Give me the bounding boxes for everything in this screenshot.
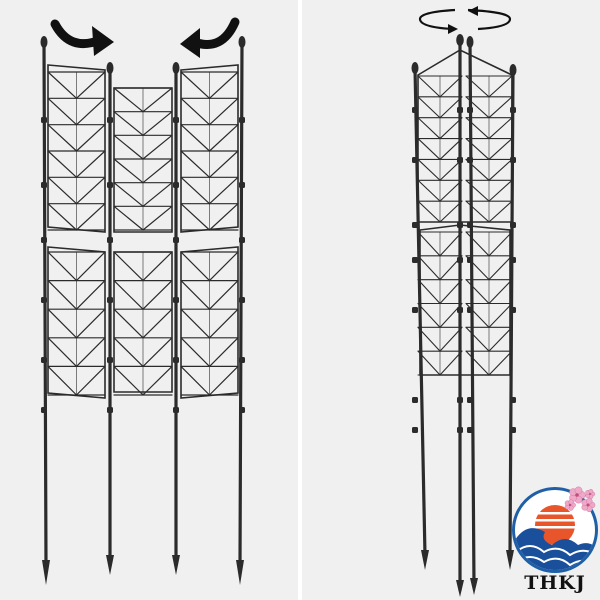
logo-ring [512, 487, 598, 573]
support-poles [413, 38, 515, 592]
rotate-arrows-icon [418, 6, 512, 34]
mesh-wires [47, 71, 239, 396]
logo-sun [535, 505, 575, 545]
support-poles [42, 40, 244, 567]
unfolded-trellis [40, 36, 246, 585]
brand-logo-text: THKJ [524, 572, 586, 594]
pole-caps [411, 34, 517, 597]
cage-panels [417, 49, 513, 376]
pole-joints [41, 117, 245, 413]
mesh-wires [417, 75, 513, 376]
pole-caps [40, 36, 246, 585]
logo-wave [515, 528, 595, 570]
curved-arrow-left-icon [180, 17, 240, 58]
pole-joints [412, 107, 516, 433]
wave-sunset-blossom-logo [512, 486, 598, 573]
folded-trellis [411, 34, 517, 597]
curved-arrow-right-icon [50, 19, 114, 56]
panel-divider [298, 0, 302, 600]
logo-blossoms [564, 486, 596, 513]
